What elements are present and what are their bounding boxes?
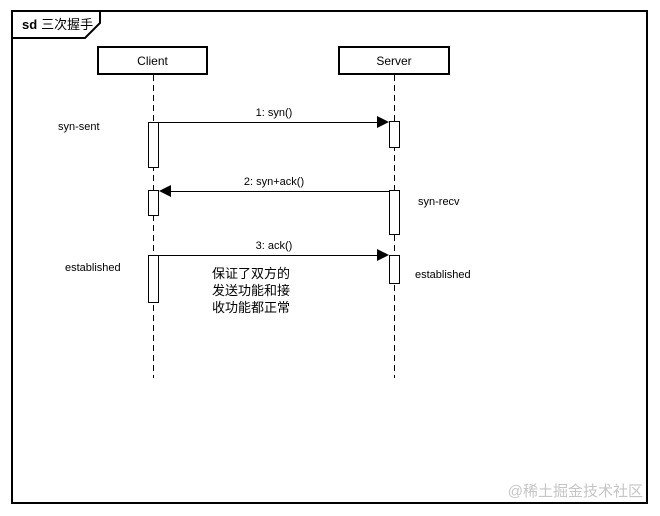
participant-server-label: Server <box>376 53 412 68</box>
message-2-arrowhead-left-icon <box>159 185 171 197</box>
frame-title-text: 三次握手 <box>41 17 94 32</box>
activation-server-2 <box>389 190 400 235</box>
participant-client-label: Client <box>137 53 168 68</box>
message-3-line <box>159 255 378 256</box>
message-3-arrowhead-right-icon <box>377 249 389 261</box>
message-1-arrowhead-right-icon <box>377 116 389 128</box>
frame-title-tab <box>11 10 101 39</box>
lifeline-client <box>153 75 154 378</box>
activation-server-1 <box>389 121 400 148</box>
frame-keyword: sd <box>22 17 38 32</box>
activation-client-2 <box>148 190 159 216</box>
message-1-line <box>159 122 378 123</box>
message-2-line <box>171 191 389 192</box>
message-1-label: 1: syn() <box>255 107 293 119</box>
state-label-established-client: established <box>65 262 121 274</box>
message-3-label: 3: ack() <box>255 240 293 252</box>
state-label-syn-recv: syn-recv <box>418 196 460 208</box>
diagram-frame <box>11 10 648 504</box>
participant-client-box: Client <box>97 46 208 75</box>
activation-client-3 <box>148 255 159 303</box>
state-label-syn-sent: syn-sent <box>58 121 100 133</box>
note-line-3: 收功能都正常 <box>212 300 291 315</box>
note-line-1: 保证了双方的 <box>212 266 291 281</box>
state-label-established-server: established <box>415 269 471 281</box>
watermark: @稀土掘金技术社区 <box>507 483 643 500</box>
message-2-label: 2: syn+ack() <box>243 176 305 188</box>
participant-server-box: Server <box>338 46 450 75</box>
activation-server-3 <box>389 255 400 284</box>
activation-client-1 <box>148 122 159 168</box>
note-text: 保证了双方的 发送功能和接 收功能都正常 <box>212 265 290 316</box>
note-line-2: 发送功能和接 <box>212 283 291 298</box>
